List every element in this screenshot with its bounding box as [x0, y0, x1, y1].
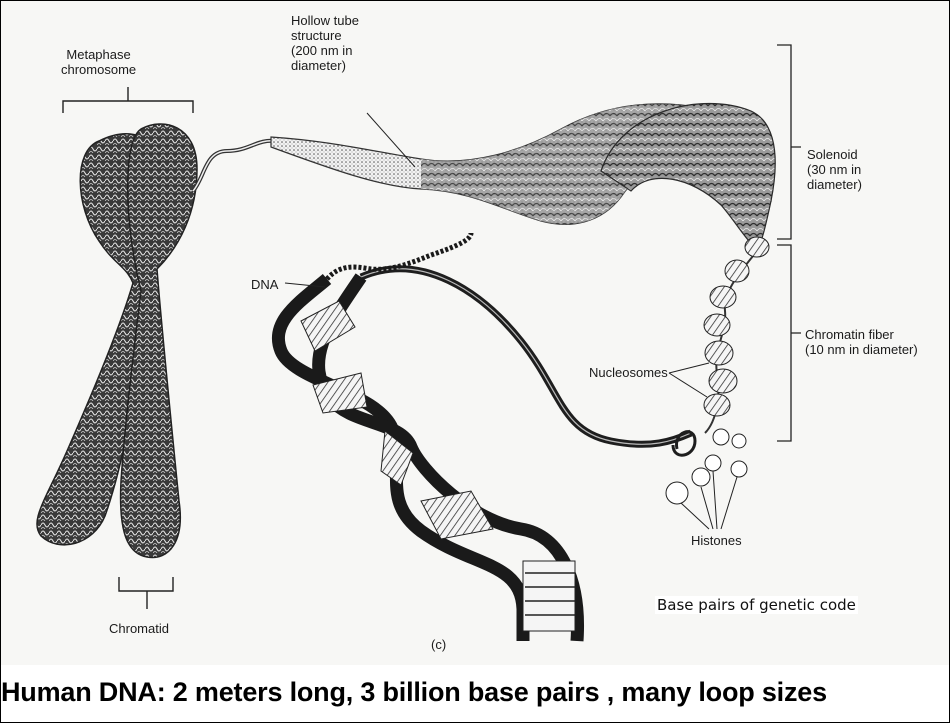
chromatin-line2: (10 nm in diameter): [805, 342, 918, 357]
hollow-tube-label: Hollow tube structure (200 nm in diamete…: [291, 13, 359, 73]
hollow-tube-line1: Hollow tube: [291, 13, 359, 28]
solenoid-label: Solenoid (30 nm in diameter): [807, 147, 862, 192]
dna-linker: [361, 269, 691, 444]
solenoid-line3: diameter): [807, 177, 862, 192]
metaphase-label: Metaphase chromosome: [61, 47, 136, 77]
histones-label: Histones: [691, 533, 742, 548]
slide-caption: Human DNA: 2 meters long, 3 billion base…: [1, 677, 950, 708]
chromatin-bracket: [777, 245, 801, 441]
chromatin-fiber-label: Chromatin fiber (10 nm in diameter): [805, 327, 918, 357]
chromatid-bracket: [119, 577, 173, 609]
panel-label: (c): [431, 637, 446, 652]
nucleosomes-pointer: [669, 363, 709, 397]
base-pairs-label: Base pairs of genetic code: [655, 596, 858, 614]
chromatin-fiber: [704, 237, 769, 433]
metaphase-line2: chromosome: [61, 62, 136, 77]
histones: [666, 429, 747, 529]
dna-double-helix: [278, 277, 577, 641]
hollow-tube-line2: structure: [291, 28, 359, 43]
solenoid-line2: (30 nm in: [807, 162, 862, 177]
metaphase-line1: Metaphase: [61, 47, 136, 62]
dna-packaging-figure: Metaphase chromosome Hollow tube structu…: [1, 1, 950, 665]
chromatin-line1: Chromatin fiber: [805, 327, 918, 342]
hollow-tube-line3: (200 nm in: [291, 43, 359, 58]
chromatid-label: Chromatid: [109, 621, 169, 636]
dna-label: DNA: [251, 277, 278, 292]
thin-strand: [193, 141, 275, 191]
solenoid-line1: Solenoid: [807, 147, 862, 162]
nucleosomes-label: Nucleosomes: [589, 365, 668, 380]
metaphase-chromosome: [37, 124, 197, 558]
hollow-tube-line4: diameter): [291, 58, 359, 73]
solenoid-bracket: [777, 45, 801, 239]
metaphase-bracket: [63, 87, 193, 113]
